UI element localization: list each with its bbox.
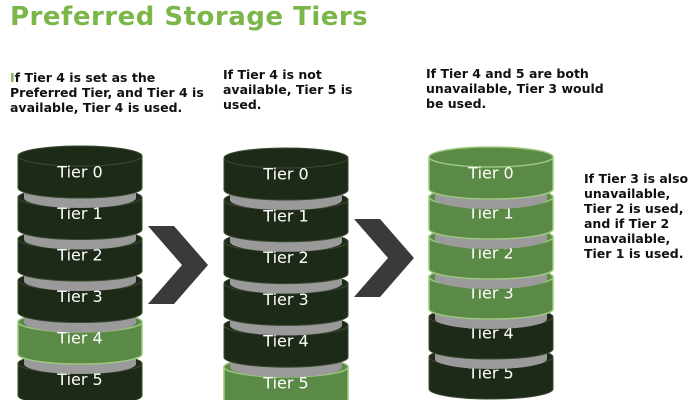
- caption-tier4-5-unavailable: If Tier 4 and 5 are both unavailable, Ti…: [426, 66, 626, 111]
- disk-body: [17, 280, 143, 323]
- tier-disk: Tier 1: [428, 186, 554, 249]
- tier-label: Tier 0: [56, 163, 102, 182]
- tier-label: Tier 0: [467, 164, 513, 183]
- disk-body: [428, 356, 554, 400]
- disk-body: [17, 321, 143, 365]
- caption-fallback-tiers: If Tier 3 is also unavailable, Tier 2 is…: [584, 171, 696, 261]
- caption-tier4-unavailable: If Tier 4 is not available, Tier 5 is us…: [223, 67, 373, 112]
- disk-body: [223, 199, 349, 243]
- disk-body: [428, 276, 554, 320]
- disk-body: [17, 238, 143, 282]
- chevron-right-icon: [354, 219, 414, 297]
- disk-body: [223, 324, 349, 368]
- disk-body: [428, 196, 554, 240]
- disk-top: [428, 146, 554, 168]
- tier-disk: Tier 0: [223, 147, 349, 210]
- disk-body: [223, 241, 349, 285]
- tier-label: Tier 0: [262, 165, 308, 184]
- tier-disk: Tier 2: [428, 226, 554, 289]
- tier-label: Tier 4: [262, 332, 308, 351]
- disk-body: [428, 156, 554, 200]
- tier-label: Tier 1: [262, 206, 308, 225]
- tier-label: Tier 3: [56, 287, 102, 306]
- caption-text: If Tier 4 is not available, Tier 5 is us…: [223, 67, 353, 112]
- tier-label: Tier 2: [262, 248, 308, 267]
- disk-body: [428, 236, 554, 280]
- disk-body: [223, 157, 349, 201]
- caption-initial: I: [10, 70, 15, 85]
- tier-disk: Tier 0: [428, 146, 554, 209]
- chevron-right-icon: [148, 226, 208, 304]
- disk-stack-1: Tier 5 Tier 4 Tier 3 Tier 2 Tier 1 Tier 0: [17, 145, 143, 400]
- tier-label: Tier 4: [56, 329, 102, 348]
- tier-label: Tier 5: [262, 374, 308, 393]
- tier-label: Tier 3: [262, 290, 308, 309]
- tier-label: Tier 1: [56, 204, 102, 223]
- tier-label: Tier 2: [56, 246, 102, 265]
- disk-stack-2: Tier 5 Tier 4 Tier 3 Tier 2 Tier 1 Tier 0: [223, 147, 349, 400]
- caption-text: If Tier 4 and 5 are both unavailable, Ti…: [426, 66, 604, 111]
- caption-text: If Tier 3 is also unavailable, Tier 2 is…: [584, 171, 689, 261]
- disk-body: [223, 282, 349, 326]
- tier-disk: Tier 0: [17, 145, 143, 208]
- tier-label: Tier 5: [56, 370, 102, 389]
- disk-body: [428, 316, 554, 360]
- page-title: Preferred Storage Tiers: [10, 2, 369, 32]
- arrows-layer: [148, 219, 414, 304]
- disk-body: [17, 155, 143, 199]
- disk-body: [17, 197, 143, 240]
- disk-top: [17, 145, 143, 167]
- caption-preferred-tier: If Tier 4 is set as the Preferred Tier, …: [10, 70, 210, 115]
- disk-top: [223, 147, 349, 169]
- caption-text: f Tier 4 is set as the Preferred Tier, a…: [10, 70, 204, 115]
